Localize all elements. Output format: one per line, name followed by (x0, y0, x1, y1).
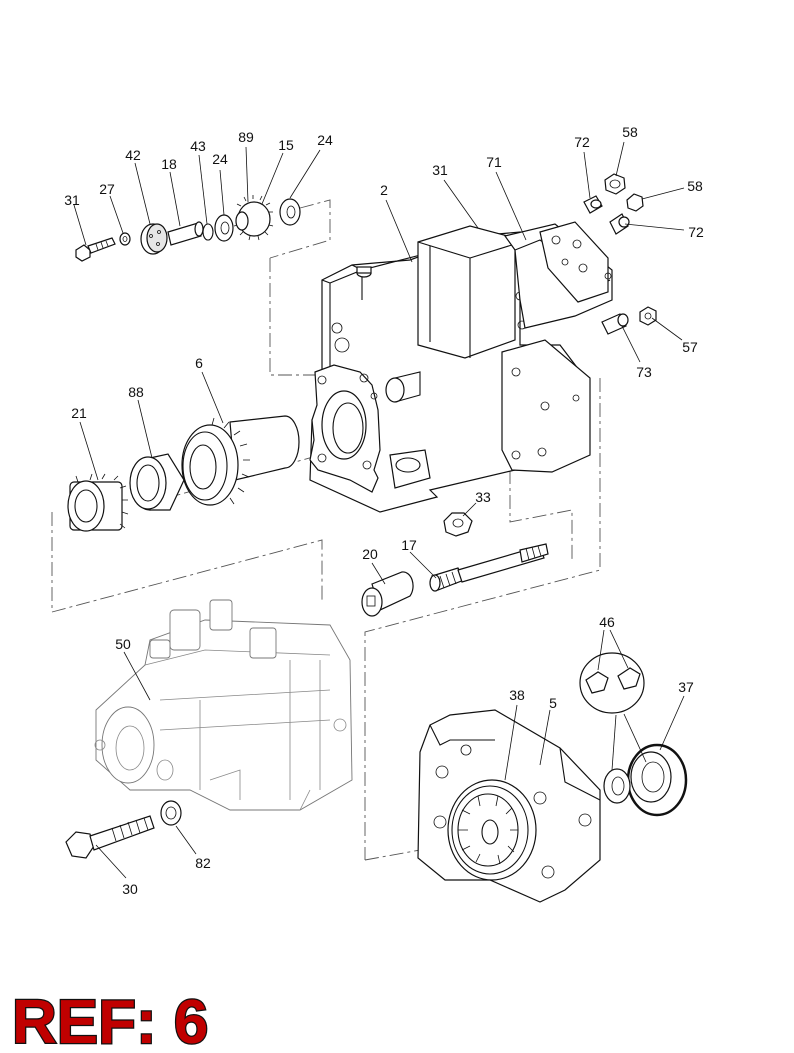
bearing-88 (129, 453, 185, 511)
callout-label: 73 (636, 364, 652, 380)
callout-label: 43 (190, 138, 206, 154)
callout-label: 17 (401, 537, 417, 553)
bolt-31-top (75, 237, 116, 262)
fitting-72-top (583, 195, 603, 214)
callout-label: 58 (622, 124, 638, 140)
ring-43 (202, 223, 214, 241)
nut-58-top (604, 173, 626, 195)
leader-lines (73, 141, 685, 879)
callout-label: 2 (380, 182, 388, 198)
callout-label: 72 (574, 134, 590, 150)
stud-17 (429, 543, 549, 592)
spline-gear-21 (67, 473, 129, 532)
callout-label: 71 (486, 154, 502, 170)
callout-label: 6 (195, 355, 203, 371)
gear-15 (233, 195, 274, 241)
callout-label: 24 (317, 132, 333, 148)
callout-label: 72 (688, 224, 704, 240)
nut-57 (639, 306, 657, 326)
callout-label: 31 (432, 162, 448, 178)
callout-label: 82 (195, 855, 211, 871)
pump-assembly-50 (94, 599, 353, 811)
callout-label: 42 (125, 147, 141, 163)
washer-24-left (214, 214, 234, 242)
callout-label: 18 (161, 156, 177, 172)
washer-82 (160, 800, 182, 826)
callout-label: 37 (678, 679, 694, 695)
callout-label: 31 (64, 192, 80, 208)
callout-label: 24 (212, 151, 228, 167)
sleeve-20 (361, 571, 414, 617)
detail-46 (579, 652, 645, 714)
callout-label: 27 (99, 181, 115, 197)
callout-label: 33 (475, 489, 491, 505)
callout-label: 38 (509, 687, 525, 703)
washer-24-right (279, 198, 301, 226)
shaft-18 (167, 221, 204, 246)
nut-33 (443, 512, 473, 537)
housing-2 (309, 225, 591, 513)
callout-label: 30 (122, 881, 138, 897)
seal-ring-37 (603, 743, 688, 817)
callout-label: 15 (278, 137, 294, 153)
flange-42 (140, 223, 168, 255)
fitting-73 (601, 313, 629, 335)
callout-label: 50 (115, 636, 131, 652)
reference-label: REF: 6 (12, 988, 208, 1053)
callout-label: 5 (549, 695, 557, 711)
nut-58-right (626, 193, 644, 212)
callout-labels: 31 27 42 18 43 24 89 15 24 2 31 71 72 58… (64, 124, 704, 897)
callout-label: 58 (687, 178, 703, 194)
callout-label: 46 (599, 614, 615, 630)
washer-27 (119, 232, 131, 246)
bolt-30 (65, 815, 155, 859)
actuator-71 (503, 221, 613, 329)
callout-label: 89 (238, 129, 254, 145)
callout-label: 20 (362, 546, 378, 562)
seal-38 (447, 779, 537, 881)
coupling-6 (181, 415, 300, 506)
callout-label: 88 (128, 384, 144, 400)
callout-label: 21 (71, 405, 87, 421)
callout-label: 57 (682, 339, 698, 355)
